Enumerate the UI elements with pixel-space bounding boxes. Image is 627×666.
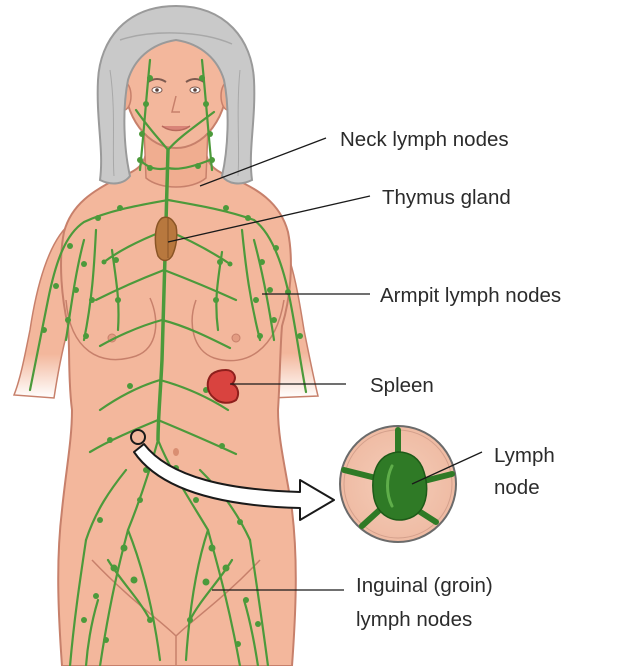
lymph-node-inset bbox=[340, 426, 456, 542]
label-inguinal-line1: Inguinal (groin) bbox=[356, 574, 493, 597]
thymus-gland bbox=[155, 217, 176, 260]
label-thymus-gland: Thymus gland bbox=[382, 186, 511, 209]
label-inguinal-line2: lymph nodes bbox=[356, 608, 472, 631]
navel bbox=[173, 448, 179, 456]
leader-neck bbox=[200, 138, 326, 186]
lymph-node-body bbox=[373, 452, 427, 520]
label-lymph-node-line2: node bbox=[494, 476, 540, 499]
spleen bbox=[208, 370, 238, 403]
label-spleen: Spleen bbox=[370, 374, 434, 397]
label-armpit-lymph-nodes: Armpit lymph nodes bbox=[380, 284, 561, 307]
body-figure bbox=[14, 8, 318, 666]
label-lymph-node-line1: Lymph bbox=[494, 444, 555, 467]
label-neck-lymph-nodes: Neck lymph nodes bbox=[340, 128, 509, 151]
